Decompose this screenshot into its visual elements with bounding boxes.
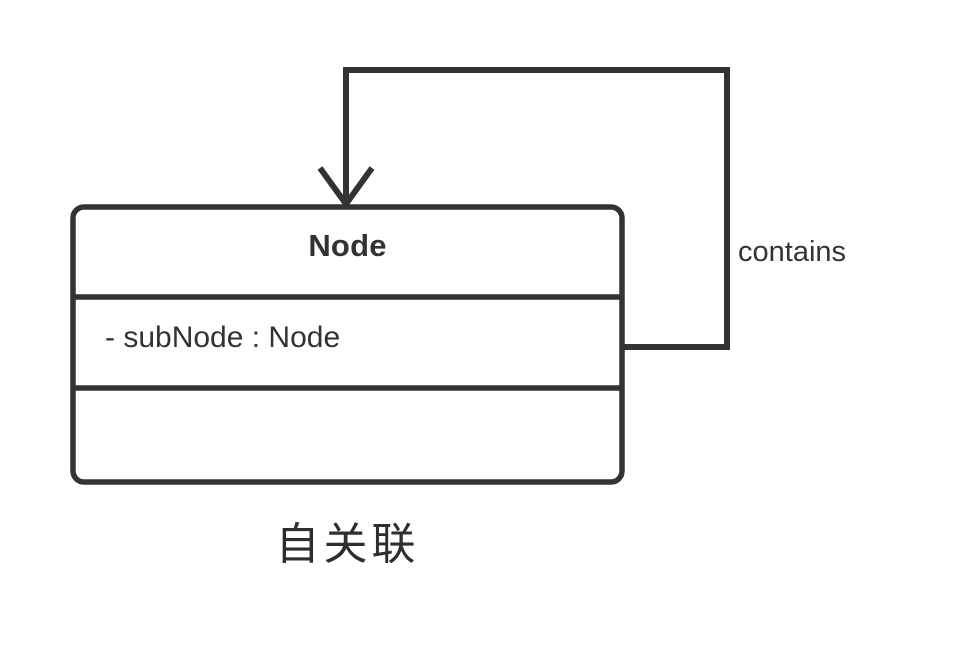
diagram-caption: 自关联 [275, 520, 420, 569]
class-name-label: Node [308, 228, 387, 263]
arrowhead-open-v-icon [317, 166, 375, 210]
class-box-outline [70, 204, 625, 485]
self-association-connector[interactable] [317, 67, 730, 350]
class-methods-compartment[interactable] [76, 391, 619, 479]
self-loop-connector-icon [343, 67, 730, 350]
class-attribute-item: - subNode : Node [105, 321, 341, 354]
association-label: contains [738, 236, 847, 268]
class-box[interactable] [70, 204, 625, 485]
